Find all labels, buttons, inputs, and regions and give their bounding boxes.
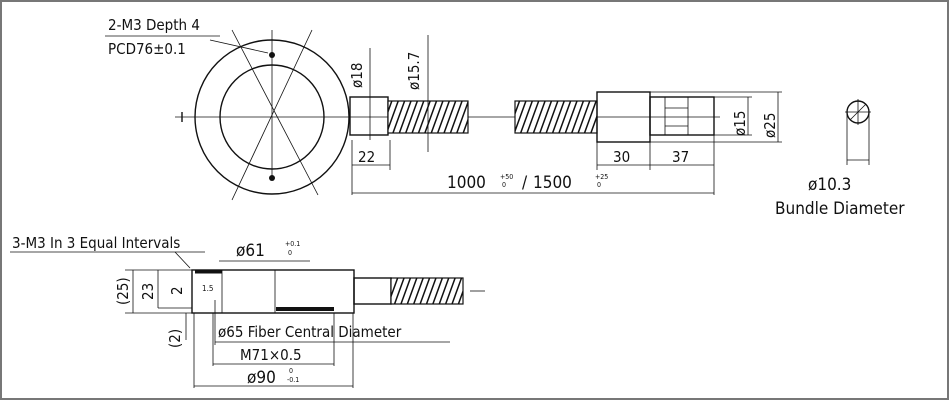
leader-line [209, 39, 269, 54]
height-23: 23 [139, 283, 157, 300]
tol-61-upper: +0.1 [285, 240, 300, 248]
fiber-label: ø65 Fiber Central Diameter [218, 323, 402, 341]
dia-18: ø18 [348, 63, 366, 88]
side-view: 3-M3 In 3 Equal Intervals ø61 +0.1 0 (25… [10, 234, 485, 388]
len-37: 37 [672, 148, 689, 166]
tol-90-upper: 0 [289, 367, 293, 375]
height-2b: (2) [166, 329, 184, 348]
height-25: (25) [114, 277, 132, 305]
side-hole-label: 3-M3 In 3 Equal Intervals [12, 234, 180, 252]
hole-label: 2-M3 Depth 4 [108, 16, 200, 34]
tol-1000-lower: 0 [502, 181, 506, 189]
len-30: 30 [613, 148, 630, 166]
end-tip [649, 96, 715, 136]
dia-90: ø90 [247, 368, 276, 388]
small-dim: 1.5 [202, 284, 213, 293]
side-tube [390, 277, 464, 305]
dia-15-7: ø15.7 [405, 52, 423, 90]
length-1000: 1000 [447, 173, 486, 193]
bundle-dia: ø10.3 [808, 175, 851, 195]
pcd-label: PCD76±0.1 [108, 40, 186, 58]
top-view: 2-M3 Depth 4 PCD76±0.1 ø18 ø15.7 22 30 3… [105, 16, 782, 201]
dia-25: ø25 [761, 113, 779, 138]
len-22: 22 [358, 148, 375, 166]
flexible-tube-end [514, 100, 598, 134]
length-1500: 1500 [533, 173, 572, 193]
dia-15: ø15 [731, 111, 749, 136]
tol-1000-upper: +50 [500, 173, 513, 181]
thread-label: M71×0.5 [240, 346, 302, 364]
separator: / [522, 173, 528, 193]
tol-1500-lower: 0 [597, 181, 601, 189]
dia-61: ø61 [236, 241, 265, 261]
height-2: 2 [168, 286, 186, 295]
bundle-section: ø10.3 Bundle Diameter [775, 99, 905, 219]
tol-1500-upper: +25 [595, 173, 608, 181]
tol-61-lower: 0 [288, 249, 292, 257]
tol-90-lower: -0.1 [287, 376, 299, 384]
bundle-label: Bundle Diameter [775, 199, 905, 219]
